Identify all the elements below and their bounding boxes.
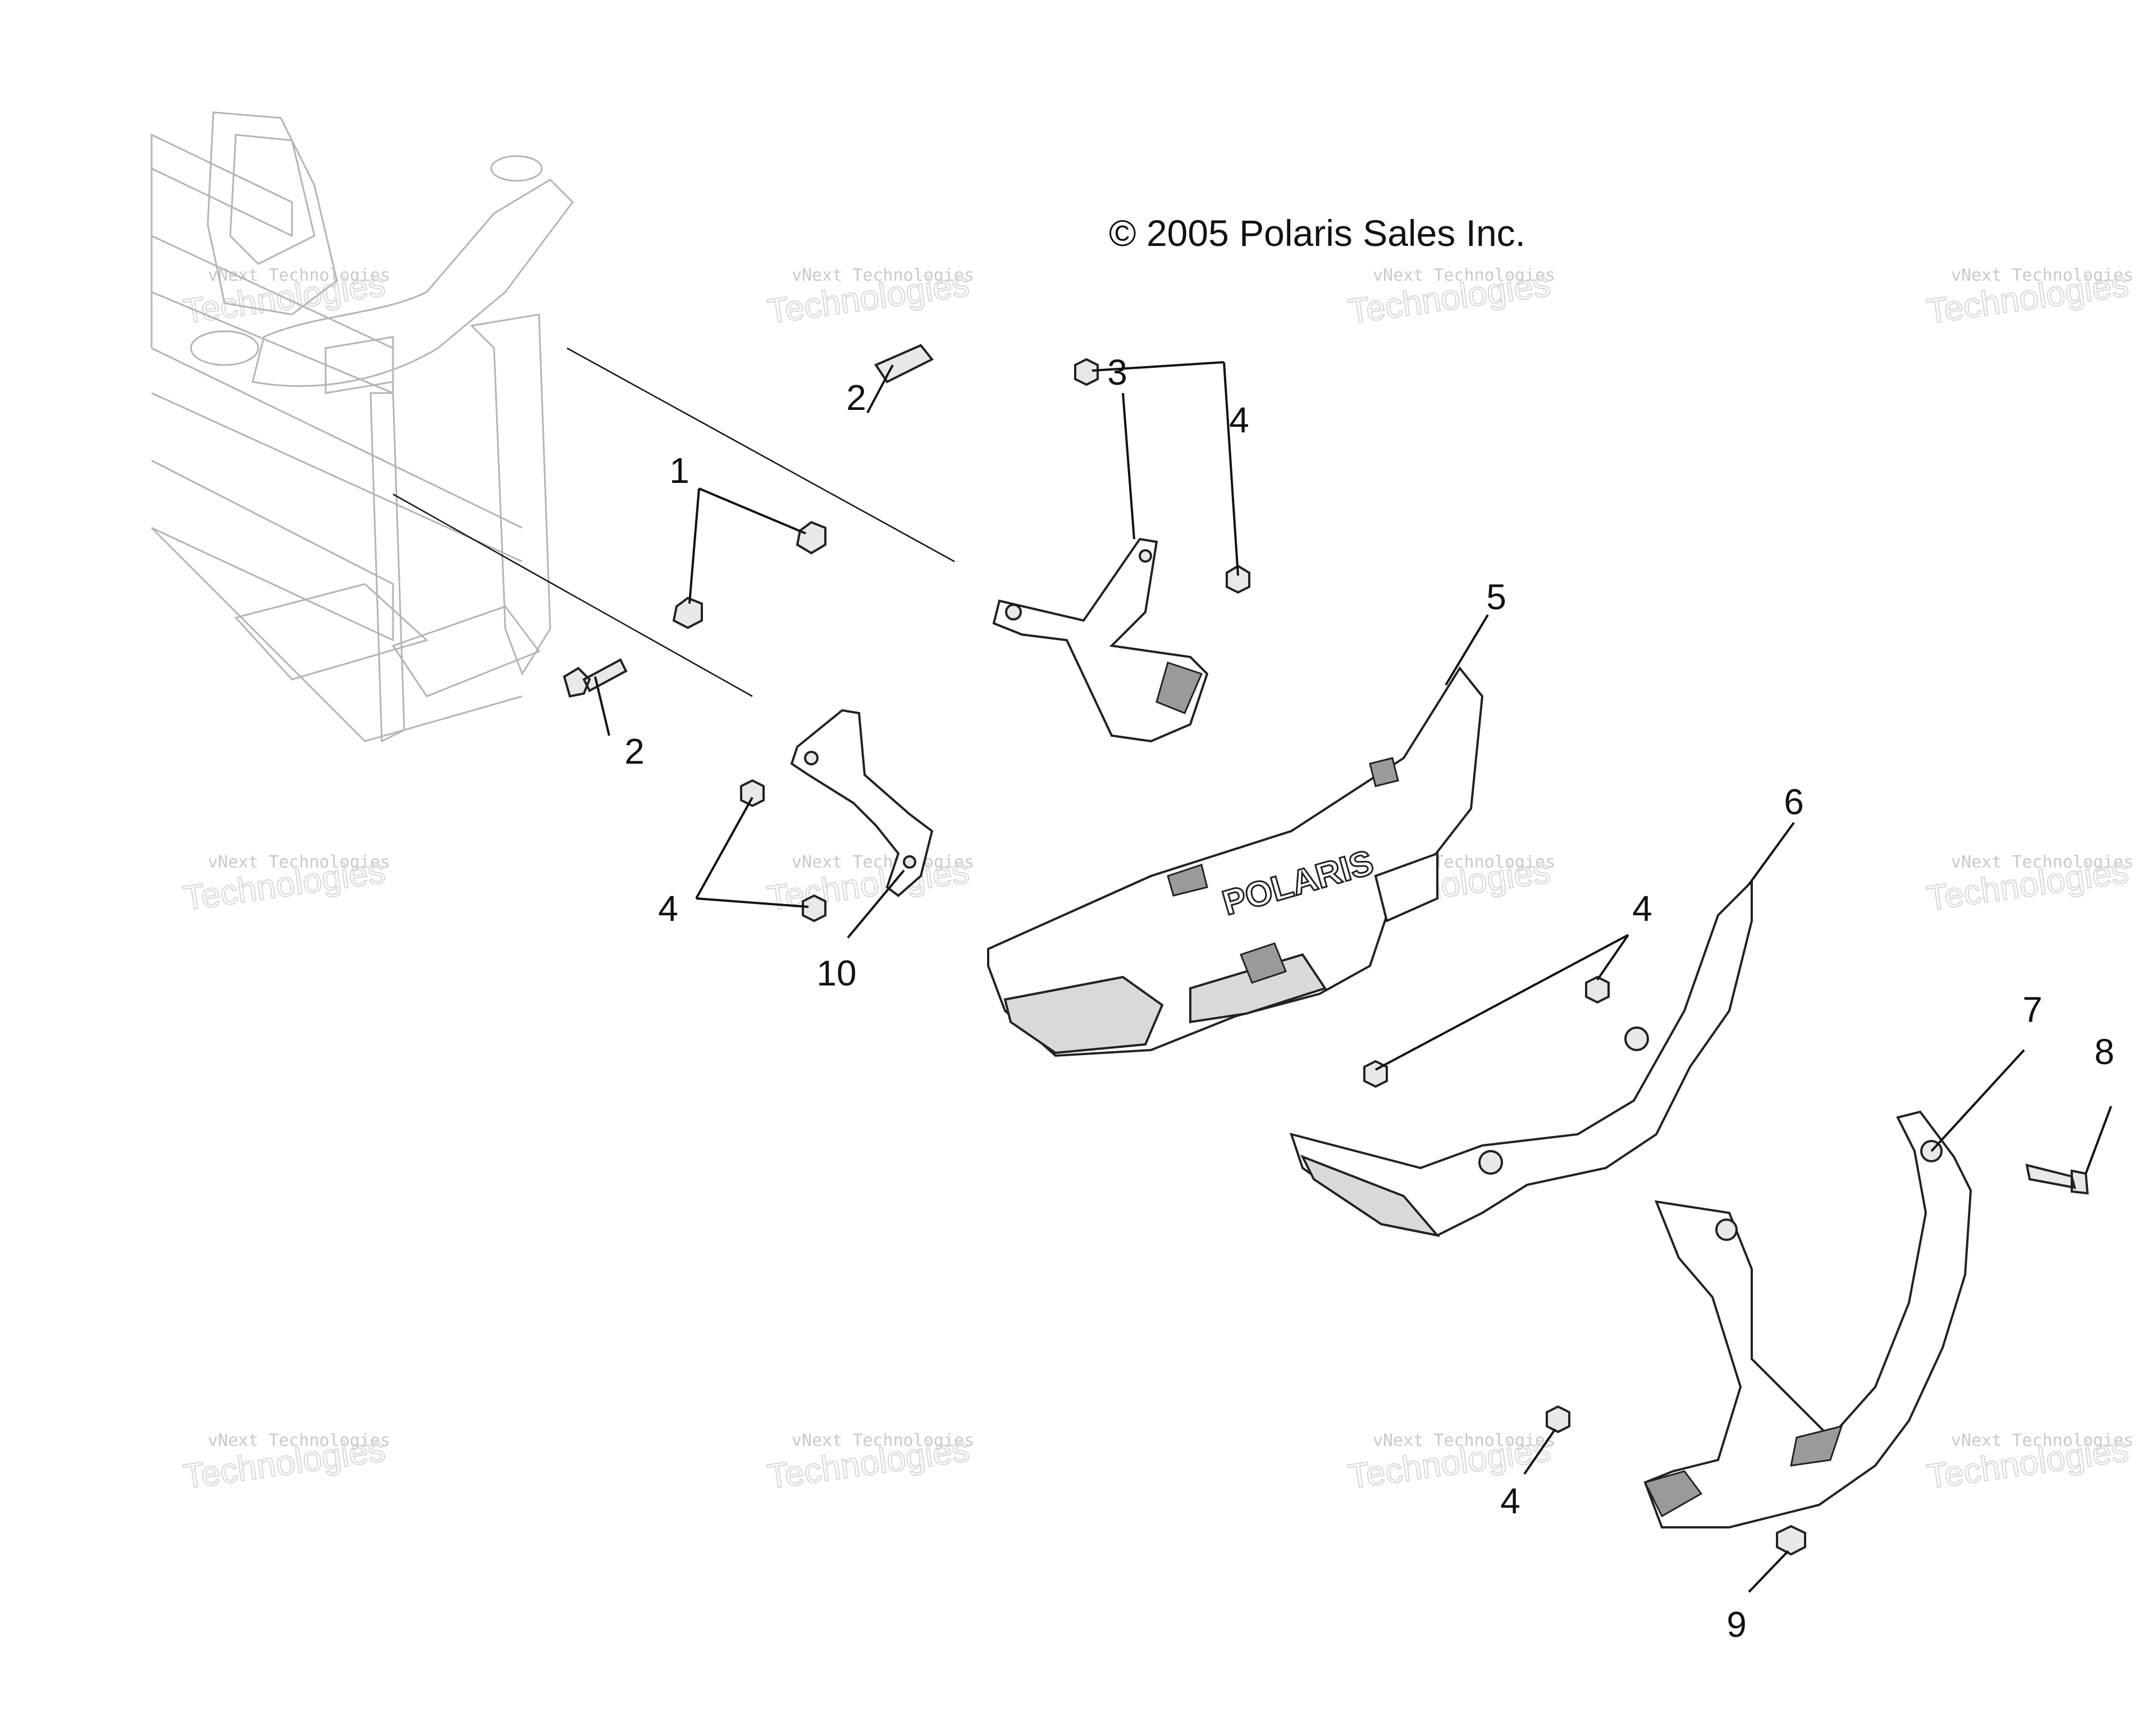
nut-part-1 xyxy=(672,596,703,629)
watermark-text: vNext Technologies xyxy=(1373,266,1555,285)
alignment-lines xyxy=(392,347,955,697)
bolt-part-9 xyxy=(1776,1525,1806,1556)
watermark: vNext Technologies Technologies xyxy=(765,851,975,919)
nut-part-1 xyxy=(796,521,826,555)
callout-6: 6 xyxy=(1784,782,1804,822)
callout-numbers: 1 2 2 3 4 4 4 4 5 6 7 8 9 10 xyxy=(624,352,2114,1645)
callout-3: 3 xyxy=(1107,352,1127,393)
watermark-text: vNext Technologies xyxy=(792,1431,974,1450)
upper-bracket-part-3 xyxy=(992,537,1209,743)
callout-7: 7 xyxy=(2022,989,2043,1030)
nut-part-4 xyxy=(740,779,765,807)
callout-4-right: 4 xyxy=(1632,888,1652,929)
lower-fascia-part-6 xyxy=(1289,879,1753,1238)
callout-4-bottom: 4 xyxy=(1500,1481,1520,1521)
nut-part-4 xyxy=(1074,358,1099,386)
lower-bracket-part-10 xyxy=(790,709,934,897)
watermark: vNext Technologies Technologies xyxy=(1346,1429,1556,1497)
watermark-text: vNext Technologies xyxy=(1951,266,2134,285)
callout-9: 9 xyxy=(1726,1604,1747,1645)
callout-8: 8 xyxy=(2094,1032,2114,1072)
callout-2-lower: 2 xyxy=(624,731,645,772)
callout-2-upper: 2 xyxy=(846,377,866,418)
bolt-part-8 xyxy=(2025,1163,2089,1195)
watermark-text: vNext Technologies xyxy=(1951,1431,2134,1450)
callout-1: 1 xyxy=(669,450,689,491)
copyright-text: © 2005 Polaris Sales Inc. xyxy=(1109,212,1525,254)
watermark: vNext Technologies Technologies xyxy=(1924,264,2134,332)
nut-part-4 xyxy=(1546,1405,1570,1434)
watermark-text: vNext Technologies xyxy=(792,852,974,872)
callout-10: 10 xyxy=(816,953,856,993)
watermark: vNext Technologies Technologies xyxy=(1924,1429,2134,1497)
front-bumper-part-5: POLARIS xyxy=(987,666,1484,1057)
watermark: vNext Technologies Technologies xyxy=(1346,264,1556,332)
vehicle-frame-drawing xyxy=(150,111,574,743)
watermark: vNext Technologies Technologies xyxy=(765,264,975,332)
skid-plate-part-7 xyxy=(1643,1110,1972,1528)
watermark: vNext Technologies Technologies xyxy=(181,1429,391,1497)
watermark: vNext Technologies Technologies xyxy=(765,1429,975,1497)
watermark-text: vNext Technologies xyxy=(792,266,974,285)
callout-4-left: 4 xyxy=(658,888,678,929)
watermark-text: vNext Technologies xyxy=(208,852,390,872)
callout-5: 5 xyxy=(1486,577,1506,617)
callout-4-upper: 4 xyxy=(1229,400,1249,440)
watermark: vNext Technologies Technologies xyxy=(181,851,391,919)
watermark-text: vNext Technologies xyxy=(1373,1431,1555,1450)
nut-part-4 xyxy=(1585,975,1610,1004)
watermark: vNext Technologies Technologies xyxy=(1924,851,2134,919)
watermark-text: vNext Technologies xyxy=(208,1431,390,1450)
watermark-text: vNext Technologies xyxy=(1951,852,2134,872)
leader-lines xyxy=(594,361,2112,1593)
bolt-part-2 xyxy=(874,344,934,384)
nut-part-4 xyxy=(802,894,826,923)
